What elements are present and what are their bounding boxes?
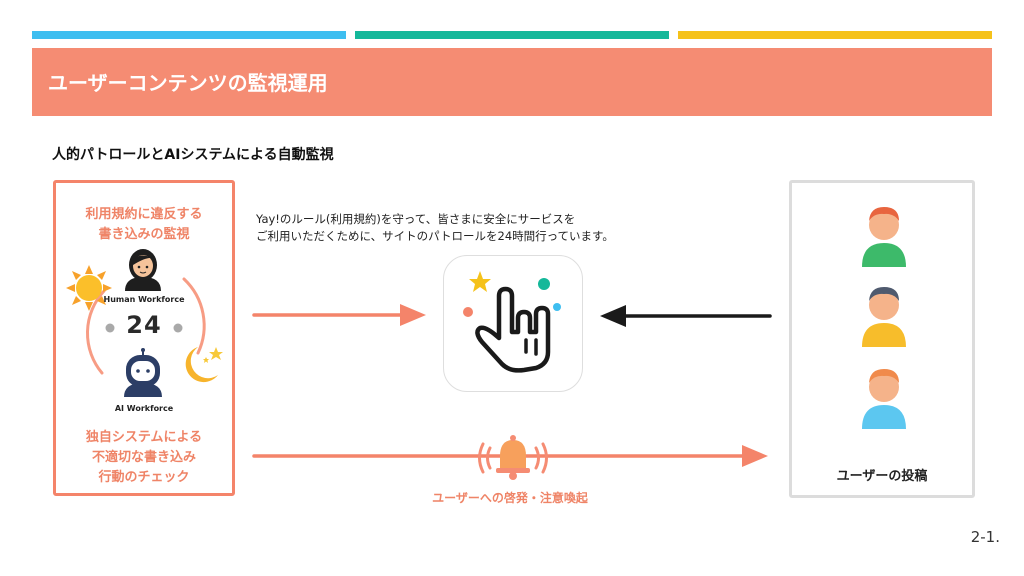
24-hours-badge: 24 [126, 311, 162, 339]
user-yellow-icon [862, 287, 906, 347]
user-posts-panel: ユーザーの投稿 [789, 180, 975, 498]
title-band: ユーザーコンテンツの監視運用 [32, 48, 992, 116]
accent-bar-blue [32, 31, 346, 39]
user-alert-label: ユーザーへの啓発・注意喚起 [432, 491, 588, 505]
arrow-users-to-app [600, 305, 772, 327]
cycle-arcs [86, 277, 206, 375]
moon-stars-icon [185, 347, 223, 383]
page-number: 2-1. [970, 528, 1000, 546]
human-workforce-label: Human Workforce [103, 295, 185, 304]
monitor-violations-text: 利用規約に違反する 書き込みの監視 [56, 205, 232, 245]
accent-bar-yellow [678, 31, 992, 39]
alarm-bell-icon [478, 435, 548, 480]
accent-bar-teal [355, 31, 669, 39]
page-title: ユーザーコンテンツの監視運用 [48, 71, 328, 95]
system-check-text: 独自システムによる 不適切な書き込み 行動のチェック [56, 428, 232, 488]
ai-workforce-label: AI Workforce [114, 404, 174, 413]
monitor-text-line: 書き込みの監視 [98, 227, 190, 242]
user-blue-icon [862, 369, 906, 429]
badge-dots [105, 323, 183, 333]
arrow-panel-to-app [252, 304, 426, 326]
monitor-text-line: 利用規約に違反する [85, 207, 203, 222]
sun-icon [66, 265, 112, 311]
service-description: Yay!のルール(利用規約)を守って、皆さまに安全にサービスを ご利用いただくた… [256, 211, 614, 245]
human-avatar-icon [125, 249, 161, 291]
system-text-line: 不適切な書き込み [91, 450, 196, 465]
monitoring-panel: 利用規約に違反する 書き込みの監視 Human Workforce [53, 180, 235, 496]
yay-app-icon [443, 255, 583, 392]
user-posts-label: ユーザーの投稿 [836, 469, 928, 484]
section-subtitle: 人的パトロールとAIシステムによる自動監視 [52, 147, 334, 163]
description-line: Yay!のルール(利用規約)を守って、皆さまに安全にサービスを [256, 212, 576, 226]
yay-hand-logo-icon [463, 271, 561, 373]
robot-avatar-icon [124, 348, 162, 397]
description-line: ご利用いただくために、サイトのパトロールを24時間行っています。 [256, 229, 614, 243]
system-text-line: 行動のチェック [98, 470, 190, 485]
system-text-line: 独自システムによる [85, 430, 203, 445]
user-green-icon [862, 207, 906, 267]
